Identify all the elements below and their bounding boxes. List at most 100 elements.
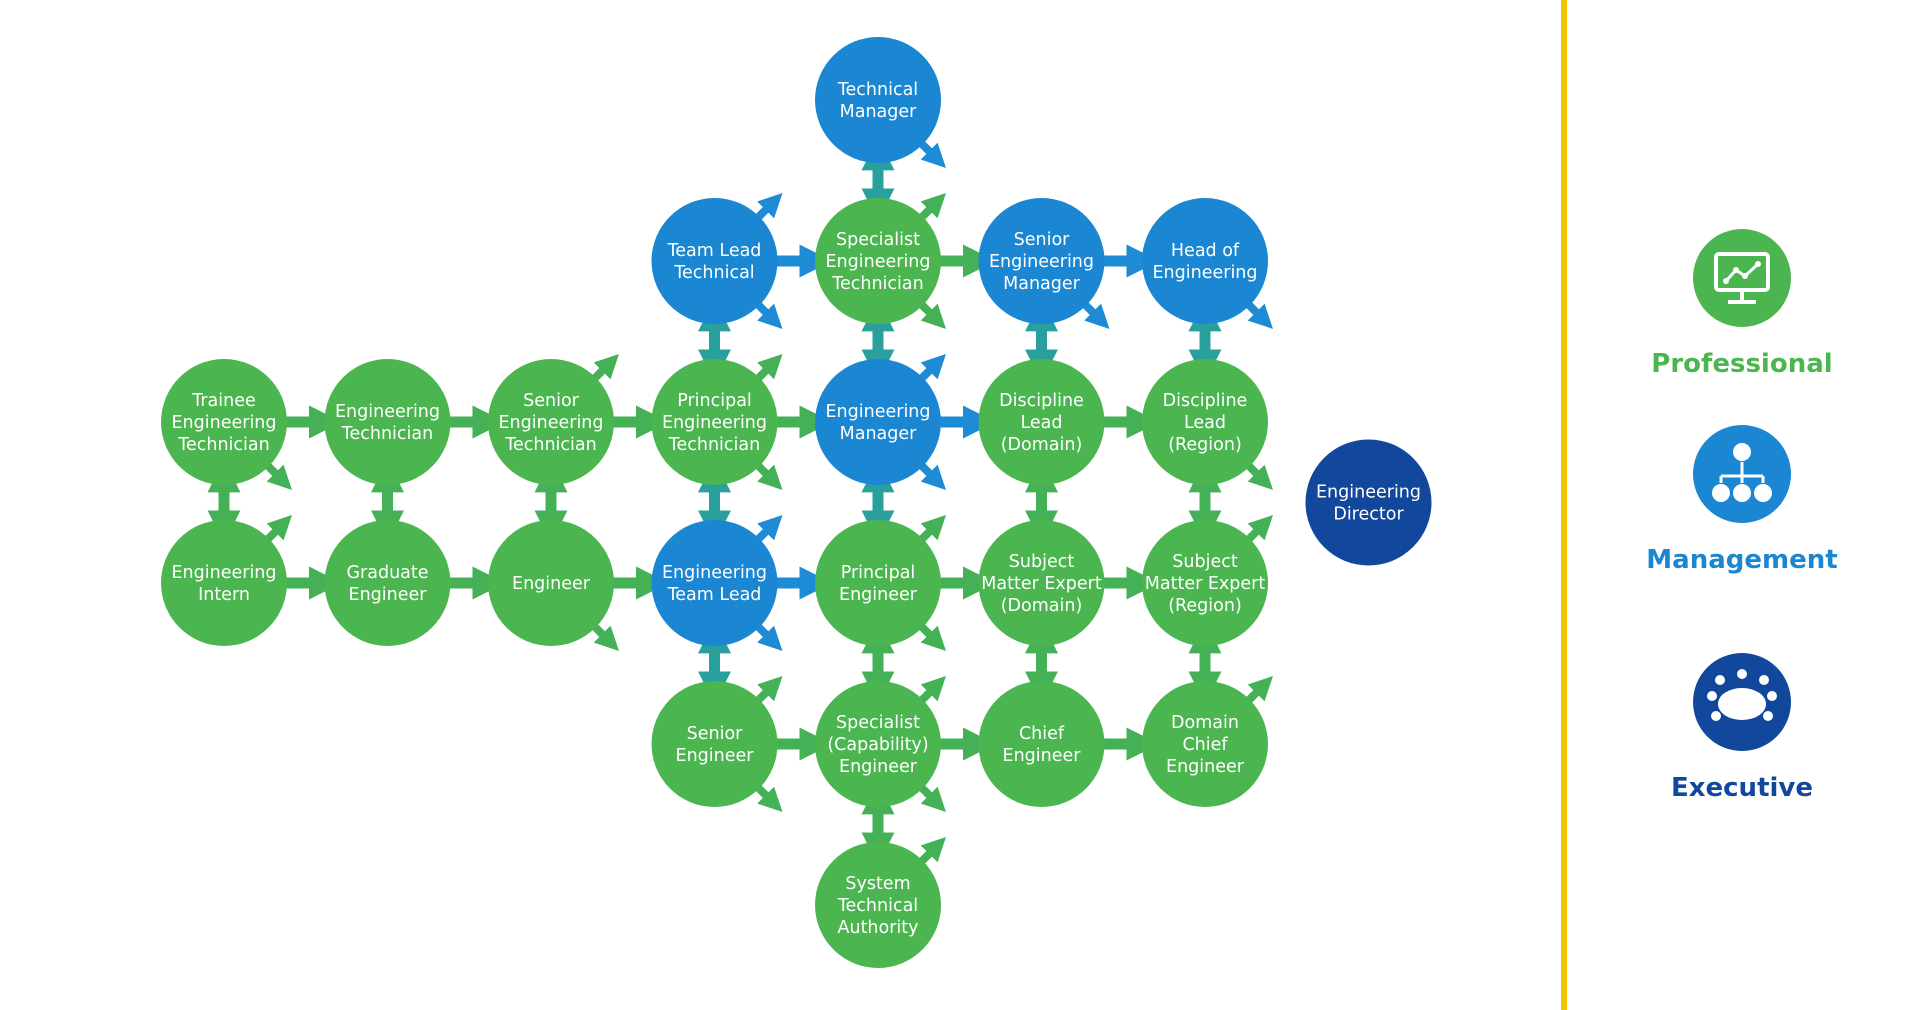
role-circle [978, 198, 1105, 324]
role-label: Engineering [662, 413, 767, 433]
legend-item-management: Management [1646, 425, 1838, 575]
role-node-engineer: Engineer [488, 520, 614, 646]
role-circle [1142, 681, 1268, 807]
role-label: Engineering [335, 402, 440, 422]
role-label: (Region) [1168, 435, 1242, 455]
role-label: Engineering [172, 563, 277, 583]
role-circle [161, 359, 287, 485]
role-label: Manager [840, 424, 918, 444]
role-label: (Region) [1168, 596, 1242, 616]
role-label: Team Lead [667, 585, 762, 605]
role-label: Manager [1003, 274, 1081, 294]
role-label: Authority [838, 918, 919, 938]
role-label: Technical [837, 80, 918, 100]
role-label: Intern [198, 585, 250, 605]
role-nodes: TraineeEngineeringTechnicianEngineeringI… [161, 37, 1432, 968]
role-circle [1305, 439, 1432, 566]
role-label: Engineer [349, 585, 428, 605]
role-label: Senior [687, 724, 744, 744]
role-label: Engineering [826, 252, 931, 272]
role-label: Specialist [836, 713, 920, 733]
legend-label: Professional [1651, 349, 1832, 379]
role-circle [815, 681, 941, 807]
role-label: Graduate [346, 563, 428, 583]
role-label: Engineer [512, 574, 591, 594]
role-circle [815, 37, 941, 163]
role-circle [651, 198, 778, 324]
role-label: Engineer [839, 585, 918, 605]
role-label: Director [1333, 505, 1404, 525]
role-label: Technician [341, 424, 433, 444]
role-circle [1142, 520, 1268, 646]
role-label: Subject [1009, 552, 1075, 572]
role-label: (Domain) [1001, 596, 1083, 616]
role-label: Chief [1182, 735, 1228, 755]
role-label: Engineering [989, 252, 1094, 272]
legend-item-executive: Executive [1671, 653, 1813, 803]
boardroom-table-icon [1707, 669, 1777, 721]
role-label: Engineer [839, 757, 918, 777]
role-label: Engineering [499, 413, 604, 433]
role-circle [815, 520, 941, 646]
role-circle [651, 520, 778, 646]
role-label: Senior [1014, 230, 1071, 250]
role-label: Engineering [1153, 263, 1258, 283]
role-label: Domain [1171, 713, 1239, 733]
role-label: Principal [677, 391, 752, 411]
role-circle [161, 520, 287, 646]
legend-label: Management [1646, 545, 1837, 575]
role-label: Manager [840, 102, 918, 122]
role-label: Engineering [172, 413, 277, 433]
role-label: Discipline [1163, 391, 1248, 411]
role-label: Technician [177, 435, 269, 455]
role-circle [978, 681, 1105, 807]
role-label: Engineer [1003, 746, 1082, 766]
role-label: Technician [831, 274, 923, 294]
role-label: Head of [1171, 241, 1240, 261]
role-circle [488, 520, 614, 646]
role-label: Trainee [191, 391, 256, 411]
role-circle [324, 359, 451, 485]
role-label: (Domain) [1001, 435, 1083, 455]
role-label: Technician [668, 435, 760, 455]
role-label: Senior [523, 391, 580, 411]
role-label: Principal [841, 563, 916, 583]
role-circle [978, 520, 1105, 646]
role-circle [815, 198, 941, 324]
role-label: Matter Expert [1145, 574, 1266, 594]
role-node-specialist-capability-engineer: Specialist(Capability)Engineer [815, 681, 941, 807]
role-label: Engineer [676, 746, 755, 766]
monitor-chart-icon [1714, 252, 1770, 304]
role-label: (Capability) [827, 735, 928, 755]
role-circle [324, 520, 451, 646]
role-label: Technical [837, 896, 918, 916]
role-circle [1142, 359, 1268, 485]
role-label: Technical [673, 263, 754, 283]
role-circle [651, 359, 778, 485]
role-label: Engineer [1166, 757, 1245, 777]
role-label: Engineering [826, 402, 931, 422]
role-label: Engineering [662, 563, 767, 583]
role-circle [488, 359, 614, 485]
role-label: Technician [504, 435, 596, 455]
